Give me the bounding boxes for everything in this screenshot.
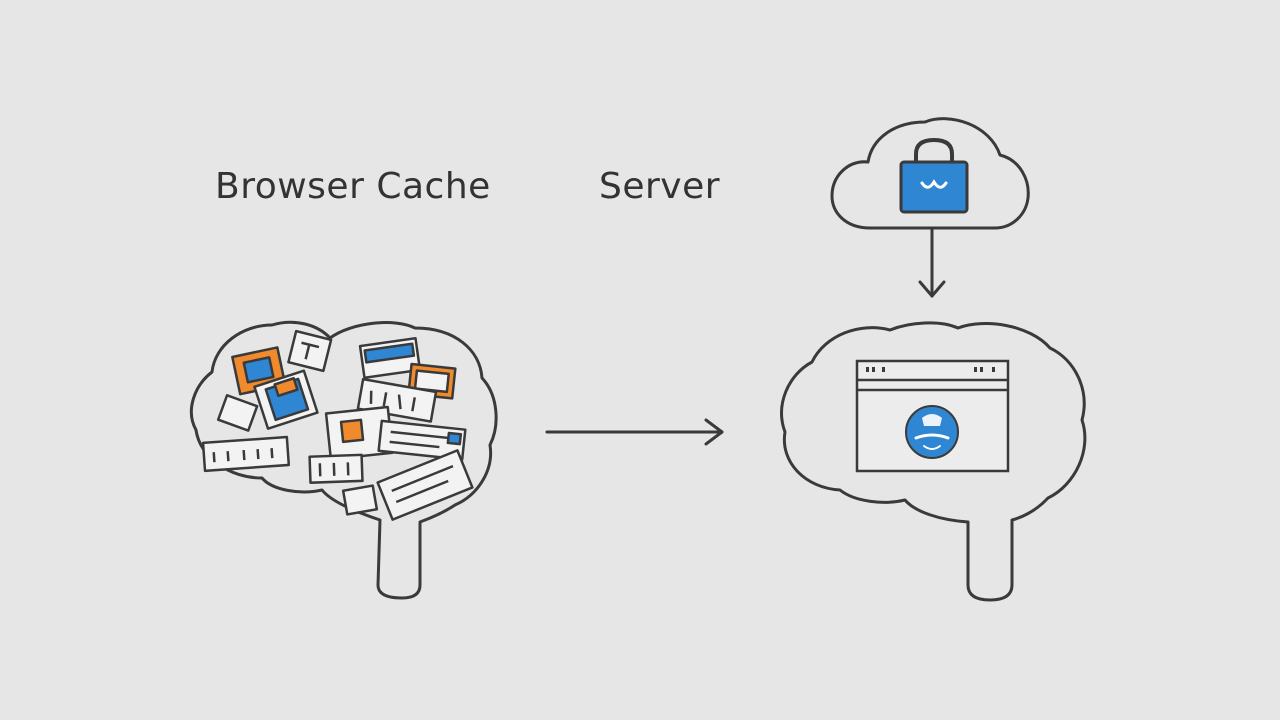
avatar-icon	[905, 405, 959, 459]
brain-icon	[780, 321, 1087, 602]
brain-icon	[189, 320, 498, 600]
server-label: Server	[599, 166, 721, 207]
browser-cache-label: Browser Cache	[215, 166, 491, 207]
shopping-bag-icon	[899, 137, 969, 214]
arrow-down-icon	[918, 228, 946, 298]
arrow-right-icon	[545, 418, 724, 446]
cloud-icon	[830, 117, 1030, 230]
cached-files-cluster	[201, 329, 474, 521]
